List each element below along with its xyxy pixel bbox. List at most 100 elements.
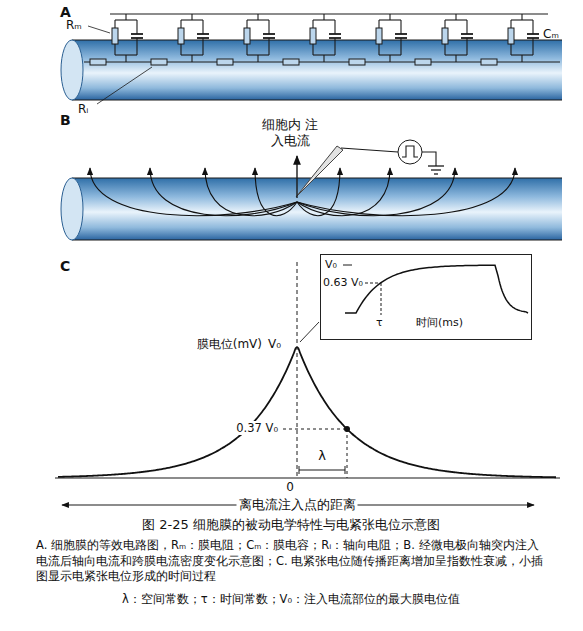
axial-resistor [151, 59, 167, 65]
wire [455, 55, 456, 62]
current-arrow [205, 168, 297, 216]
wire [136, 20, 137, 34]
wire [532, 20, 533, 34]
wire [444, 44, 445, 55]
wire [323, 14, 324, 20]
wire [125, 14, 126, 20]
annotation: 细胞内 注入电流 [261, 117, 319, 150]
axon-edge [72, 40, 562, 41]
membrane-resistor [442, 28, 448, 44]
wire [180, 20, 181, 28]
wire [341, 148, 398, 152]
wire [532, 38, 533, 55]
wire [389, 55, 390, 62]
guide-line [347, 429, 348, 478]
axon-edge [72, 240, 562, 241]
current-arrow [150, 168, 297, 216]
wire [510, 44, 511, 55]
wire [323, 55, 324, 62]
ground-symbol [431, 169, 441, 170]
axon-body [72, 40, 562, 100]
current-arrow [296, 156, 297, 198]
wire [136, 38, 137, 55]
wire [202, 20, 203, 34]
symbol-label: λ [318, 448, 326, 464]
panel-letter: B [60, 112, 71, 130]
wire [389, 14, 390, 20]
wire [114, 44, 115, 55]
wire [180, 44, 181, 55]
equivalent-circuit [84, 14, 560, 104]
wire [511, 19, 533, 20]
wire [379, 19, 401, 20]
membrane-resistor [310, 28, 316, 44]
inset-box: V₀0.63 V₀τ时间(ms) [320, 254, 532, 340]
wire [114, 20, 115, 28]
capacitor-plate [329, 33, 341, 35]
wire [378, 20, 379, 28]
leader-line [88, 26, 110, 33]
leader-line [300, 322, 319, 342]
capacitor-plate [263, 33, 275, 35]
current-arrow [90, 168, 297, 216]
value-label: V₀ [268, 337, 281, 352]
wire [313, 19, 335, 20]
axon-end [61, 178, 83, 240]
value-label: V₀ [325, 258, 337, 271]
guide-line [283, 429, 347, 430]
wire [191, 55, 192, 62]
wire [521, 14, 522, 20]
wire [312, 20, 313, 28]
tick-line [343, 265, 352, 266]
capacitor-plate [395, 33, 407, 35]
axon-edge [72, 100, 562, 101]
decay-curve [58, 348, 556, 478]
wire [422, 152, 436, 166]
membrane-resistor [508, 28, 514, 44]
axial-resistor [217, 59, 233, 65]
lambda-bracket [299, 466, 300, 474]
wire [510, 20, 511, 28]
ground-symbol [428, 165, 444, 166]
wire [247, 19, 269, 20]
x-axis [55, 477, 560, 478]
symbol-label: τ [376, 316, 383, 329]
wire [466, 20, 467, 34]
lambda-bracket [299, 470, 345, 471]
membrane-resistor [376, 28, 382, 44]
microelectrode [296, 146, 343, 197]
panel-letter: C [60, 258, 70, 276]
stimulator-symbol [398, 140, 422, 164]
wire [115, 19, 137, 20]
leader-line [97, 67, 152, 104]
wire [466, 38, 467, 55]
wire [378, 44, 379, 55]
axis-label: 膜电位(mV) [197, 337, 262, 352]
wire [455, 14, 456, 20]
current-arrow [297, 168, 390, 216]
wire [191, 14, 192, 20]
legend-note: A. 细胞膜的等效电路图，Rₘ：膜电阻；Cₘ：膜电容；Rᵢ：轴向电阻；B. 经微… [36, 538, 548, 585]
wire [400, 38, 401, 55]
symbol-label: Rᵢ [78, 102, 88, 117]
axon-edge [72, 178, 562, 179]
axial-resistor [283, 59, 299, 65]
axis-label: 离电流注入点的距离 [237, 497, 358, 513]
wire [268, 38, 269, 55]
current-arrow [297, 168, 515, 216]
ground-symbol [434, 173, 438, 174]
axis-label: 时间(ms) [416, 316, 463, 329]
value-label: 0.37 V₀ [234, 421, 280, 435]
wire [312, 44, 313, 55]
symbol-label: Rₘ [66, 18, 82, 33]
wire [521, 55, 522, 62]
wire [334, 20, 335, 34]
guide-line [381, 283, 382, 315]
axis-tick: 0 [286, 480, 294, 495]
axon-cylinder [61, 40, 562, 100]
current-arrow [297, 168, 455, 216]
current-arrow [255, 168, 297, 216]
guide-line [365, 283, 381, 284]
symbol-label: Cₘ [543, 27, 559, 42]
